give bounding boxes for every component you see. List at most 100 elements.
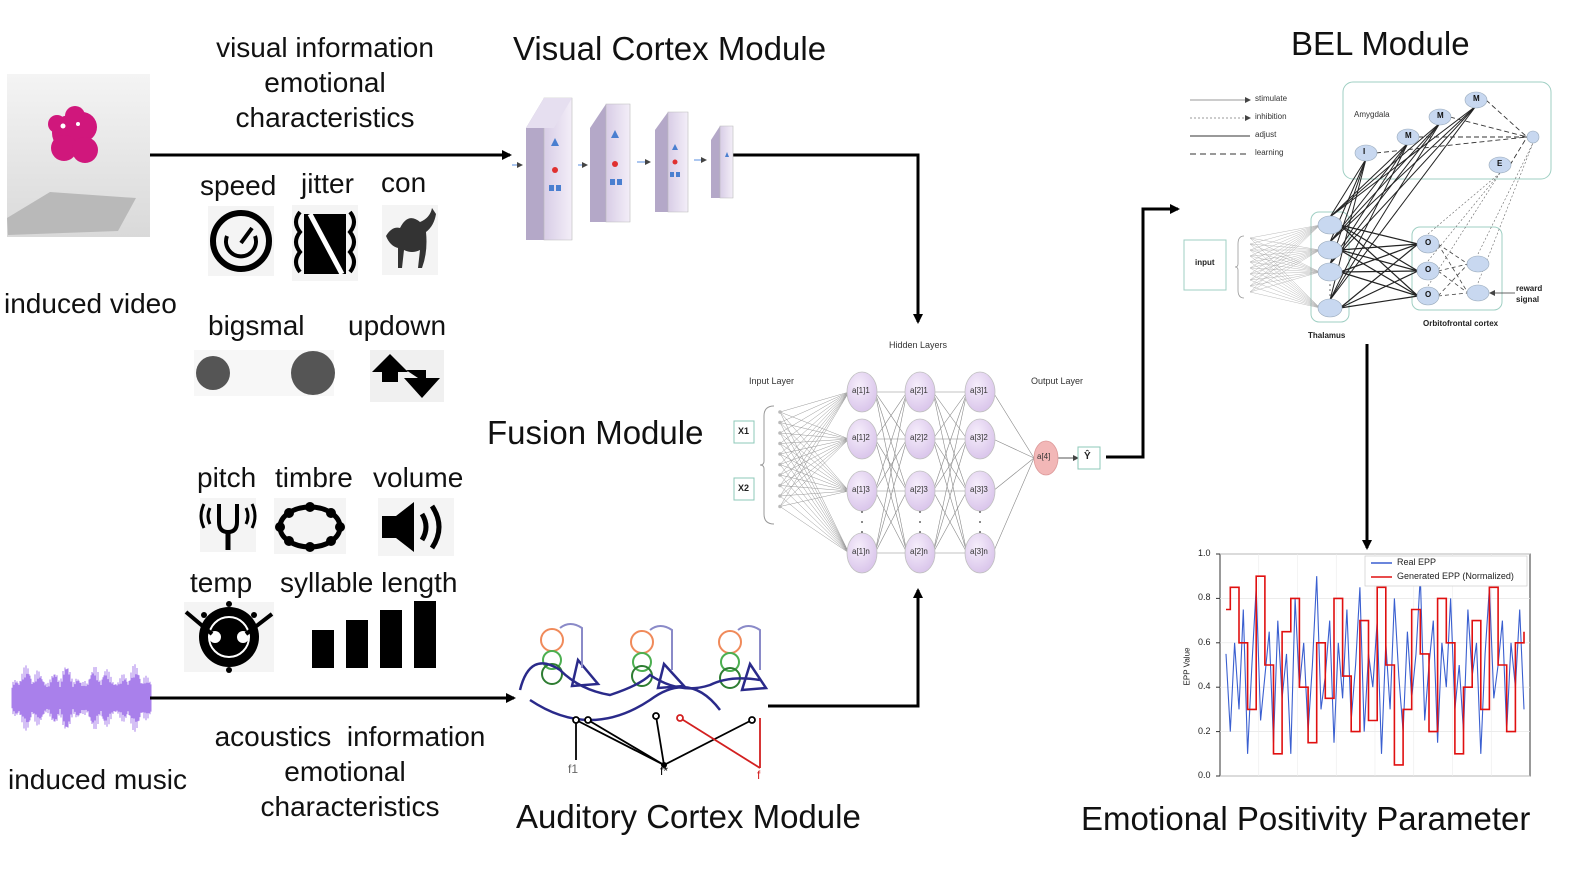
thalamus-ofc-edge	[1339, 243, 1419, 273]
thalamus-box	[1310, 211, 1350, 323]
bel-input-edge	[1249, 271, 1321, 293]
input-dot	[778, 494, 782, 498]
amygdala-learning-edge	[1485, 99, 1528, 138]
epp-title: Emotional Positivity Parameter	[1081, 800, 1531, 837]
ellipsis-dot	[919, 521, 921, 523]
thalamus-ofc-edge	[1339, 249, 1419, 297]
legend-label-0: Real EPP	[1397, 557, 1437, 567]
hidden-node-label: a[3]3	[970, 485, 988, 494]
hidden-node	[846, 418, 878, 460]
amygdala-node-label: I	[1363, 147, 1366, 156]
hidden-node	[964, 418, 996, 460]
big-small-circles-icon	[194, 350, 335, 396]
timbre-ring-icon	[274, 498, 346, 554]
bel-input-edge	[1249, 271, 1321, 275]
bel-input-edge	[1249, 255, 1321, 273]
feature-label-con: con	[381, 167, 427, 198]
bel-input-edge	[1249, 224, 1321, 287]
fusion-edge	[779, 411, 850, 440]
ofc-right-node	[1466, 255, 1490, 273]
fusion-edge	[874, 438, 908, 554]
y-tick-label: 0.0	[1198, 770, 1211, 780]
thalamus-amygdala-edge	[1329, 122, 1441, 265]
bel-input-edge	[1249, 243, 1321, 251]
fusion-edge	[779, 495, 850, 554]
amygdala-learning-edge	[1509, 136, 1528, 166]
bel-input-edge	[1249, 249, 1321, 257]
ellipsis-dot	[919, 511, 921, 513]
feature-label-volume: volume	[373, 462, 464, 493]
bel-input-edge	[1249, 224, 1321, 257]
fusion-edge	[779, 422, 850, 554]
y-tick-label: 0.4	[1198, 681, 1211, 692]
fusion-edge	[779, 391, 850, 423]
bel-input-edge	[1249, 249, 1321, 269]
fusion-edge	[779, 391, 850, 486]
bel-input-edge	[1249, 249, 1321, 281]
fusion-edge	[779, 391, 850, 497]
bel-input-edge	[1249, 237, 1321, 251]
fusion-edge	[779, 438, 850, 476]
input-dot	[778, 420, 782, 425]
fusion-edge	[874, 438, 908, 492]
series-line-generated-epp	[1226, 575, 1525, 766]
hidden-node-label: a[2]1	[910, 386, 928, 395]
fusion-network	[733, 371, 1101, 574]
fusion-edge	[779, 453, 850, 554]
input-dot	[778, 504, 782, 509]
speaker-icon	[378, 498, 454, 556]
legend-label-1: Generated EPP (Normalized)	[1397, 571, 1514, 581]
hidden-node-label: a[3]2	[970, 433, 988, 442]
bel-input-edge	[1249, 267, 1321, 273]
bel-input-edge	[1249, 267, 1321, 309]
bel-input-edge	[1249, 224, 1321, 239]
fusion-edge	[992, 391, 1035, 459]
input-dot	[778, 410, 782, 414]
bel-input-edge	[1249, 237, 1321, 273]
ellipsis-dot	[1329, 289, 1331, 291]
hidden-node-label: a[2]2	[910, 433, 928, 442]
fusion-edge	[932, 391, 968, 492]
jitter-icon	[292, 205, 358, 281]
hidden-node	[904, 371, 936, 413]
fusion-edge	[779, 432, 850, 554]
amygdala-node	[1464, 91, 1488, 109]
thalamus-amygdala-edge	[1329, 142, 1409, 301]
bel-input-edge	[1249, 224, 1321, 275]
ofc-edge	[1437, 263, 1469, 297]
visual-info-line2: emotional	[264, 67, 386, 98]
reward-label: reward	[1516, 284, 1543, 293]
ellipsis-dot	[979, 521, 981, 523]
bel-input-edge	[1249, 285, 1321, 309]
ellipsis-dot	[861, 511, 863, 513]
auditory-label-f: f	[757, 768, 761, 782]
ofc-edge	[1437, 292, 1469, 297]
fusion-edge	[779, 485, 850, 492]
feature-label-bigsmal: bigsmal	[208, 310, 305, 341]
y-tick-label: 0.6	[1198, 636, 1211, 647]
ellipsis-dot	[861, 521, 863, 523]
bel-input-edge	[1249, 249, 1321, 273]
thalamus-amygdala-edge	[1329, 122, 1441, 301]
ofc-node-label: O	[1425, 238, 1432, 247]
thalamus-ofc-edge	[1339, 271, 1419, 297]
drum-icon	[184, 601, 274, 673]
ofc-e-edge	[1427, 172, 1501, 235]
auditory-label-f1: f1	[568, 762, 579, 776]
ofc-node-label: O	[1425, 265, 1432, 274]
fusion-edge	[779, 391, 850, 476]
amygdala-node-label: M	[1473, 94, 1480, 103]
fusion-edge	[779, 438, 850, 465]
ofc-amygdala-edge	[1477, 142, 1534, 255]
hidden-node-label: a[3]1	[970, 386, 988, 395]
ofc-node	[1416, 234, 1440, 254]
feature-label-timbre: timbre	[275, 462, 353, 493]
ofc-node-label: O	[1425, 290, 1432, 299]
amygdala-node-label: M	[1405, 131, 1412, 140]
amygdala-output-node	[1526, 130, 1540, 144]
feature-label-speed: speed	[200, 170, 277, 201]
fusion-edge	[932, 391, 968, 440]
hidden-node-label: a[1]1	[852, 386, 870, 395]
thalamus-node	[1317, 240, 1343, 260]
input-dot	[778, 483, 782, 488]
